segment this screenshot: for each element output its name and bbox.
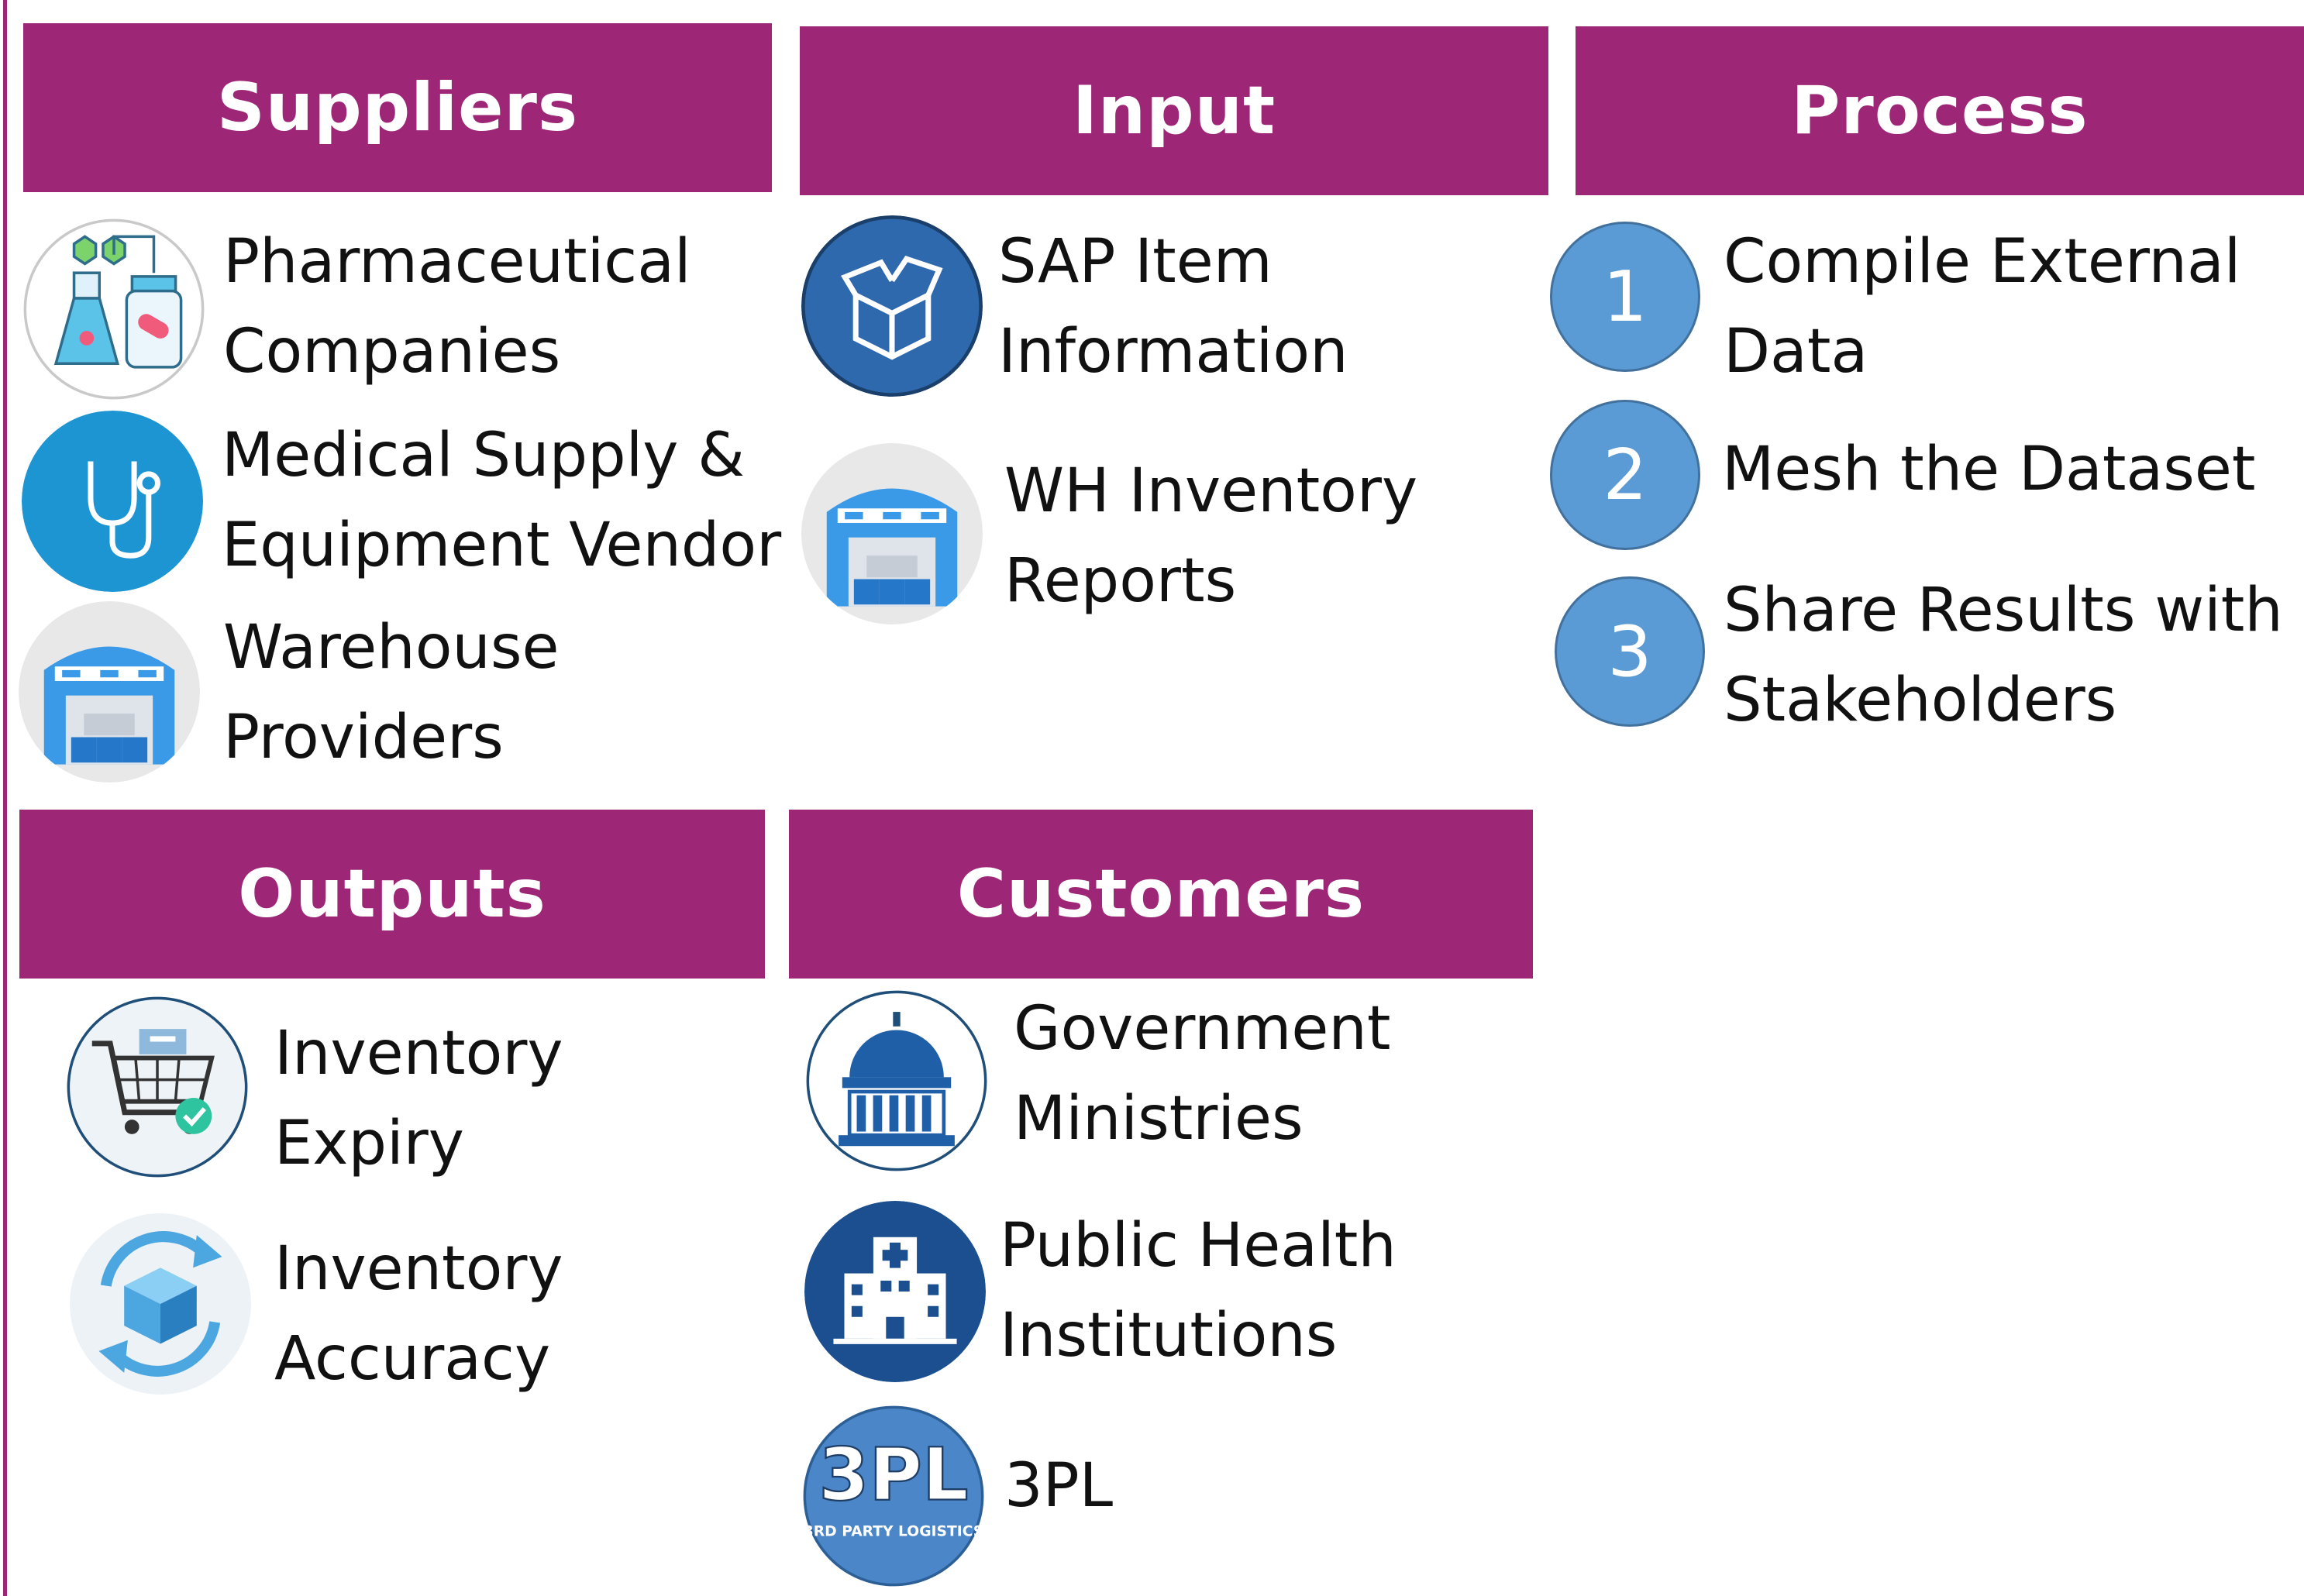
capitol-building-icon xyxy=(806,990,987,1171)
suppliers-header: Suppliers xyxy=(23,23,772,192)
step-number-2: 2 xyxy=(1550,400,1700,550)
left-border-line xyxy=(3,0,7,1596)
process-step-2: Mesh the Dataset xyxy=(1722,435,2256,504)
pharmaceutical-flask-icon xyxy=(23,218,205,400)
3pl-logo-icon: 3PL 3RD PARTY LOGISTICS xyxy=(803,1405,984,1587)
step-number-1: 1 xyxy=(1550,222,1700,372)
warehouse-icon xyxy=(19,601,200,783)
box-icon xyxy=(801,215,983,397)
warehouse-icon xyxy=(801,443,983,624)
outputs-header: Outputs xyxy=(19,810,765,979)
process-header: Process xyxy=(1576,26,2304,195)
supplier-item-medical-supply: Medical Supply &Equipment Vendor xyxy=(222,421,782,580)
customers-header: Customers xyxy=(789,810,1533,979)
stethoscope-icon xyxy=(22,411,203,592)
step-number-3: 3 xyxy=(1555,576,1705,727)
hospital-icon xyxy=(804,1201,986,1382)
input-header: Input xyxy=(800,26,1548,195)
shopping-cart-check-icon xyxy=(67,996,248,1178)
customer-item-3pl: 3PL xyxy=(1004,1451,1114,1521)
3pl-logo-subtext: 3RD PARTY LOGISTICS xyxy=(804,1523,983,1539)
box-refresh-icon xyxy=(70,1213,251,1395)
3pl-logo-text: 3PL xyxy=(818,1433,968,1518)
